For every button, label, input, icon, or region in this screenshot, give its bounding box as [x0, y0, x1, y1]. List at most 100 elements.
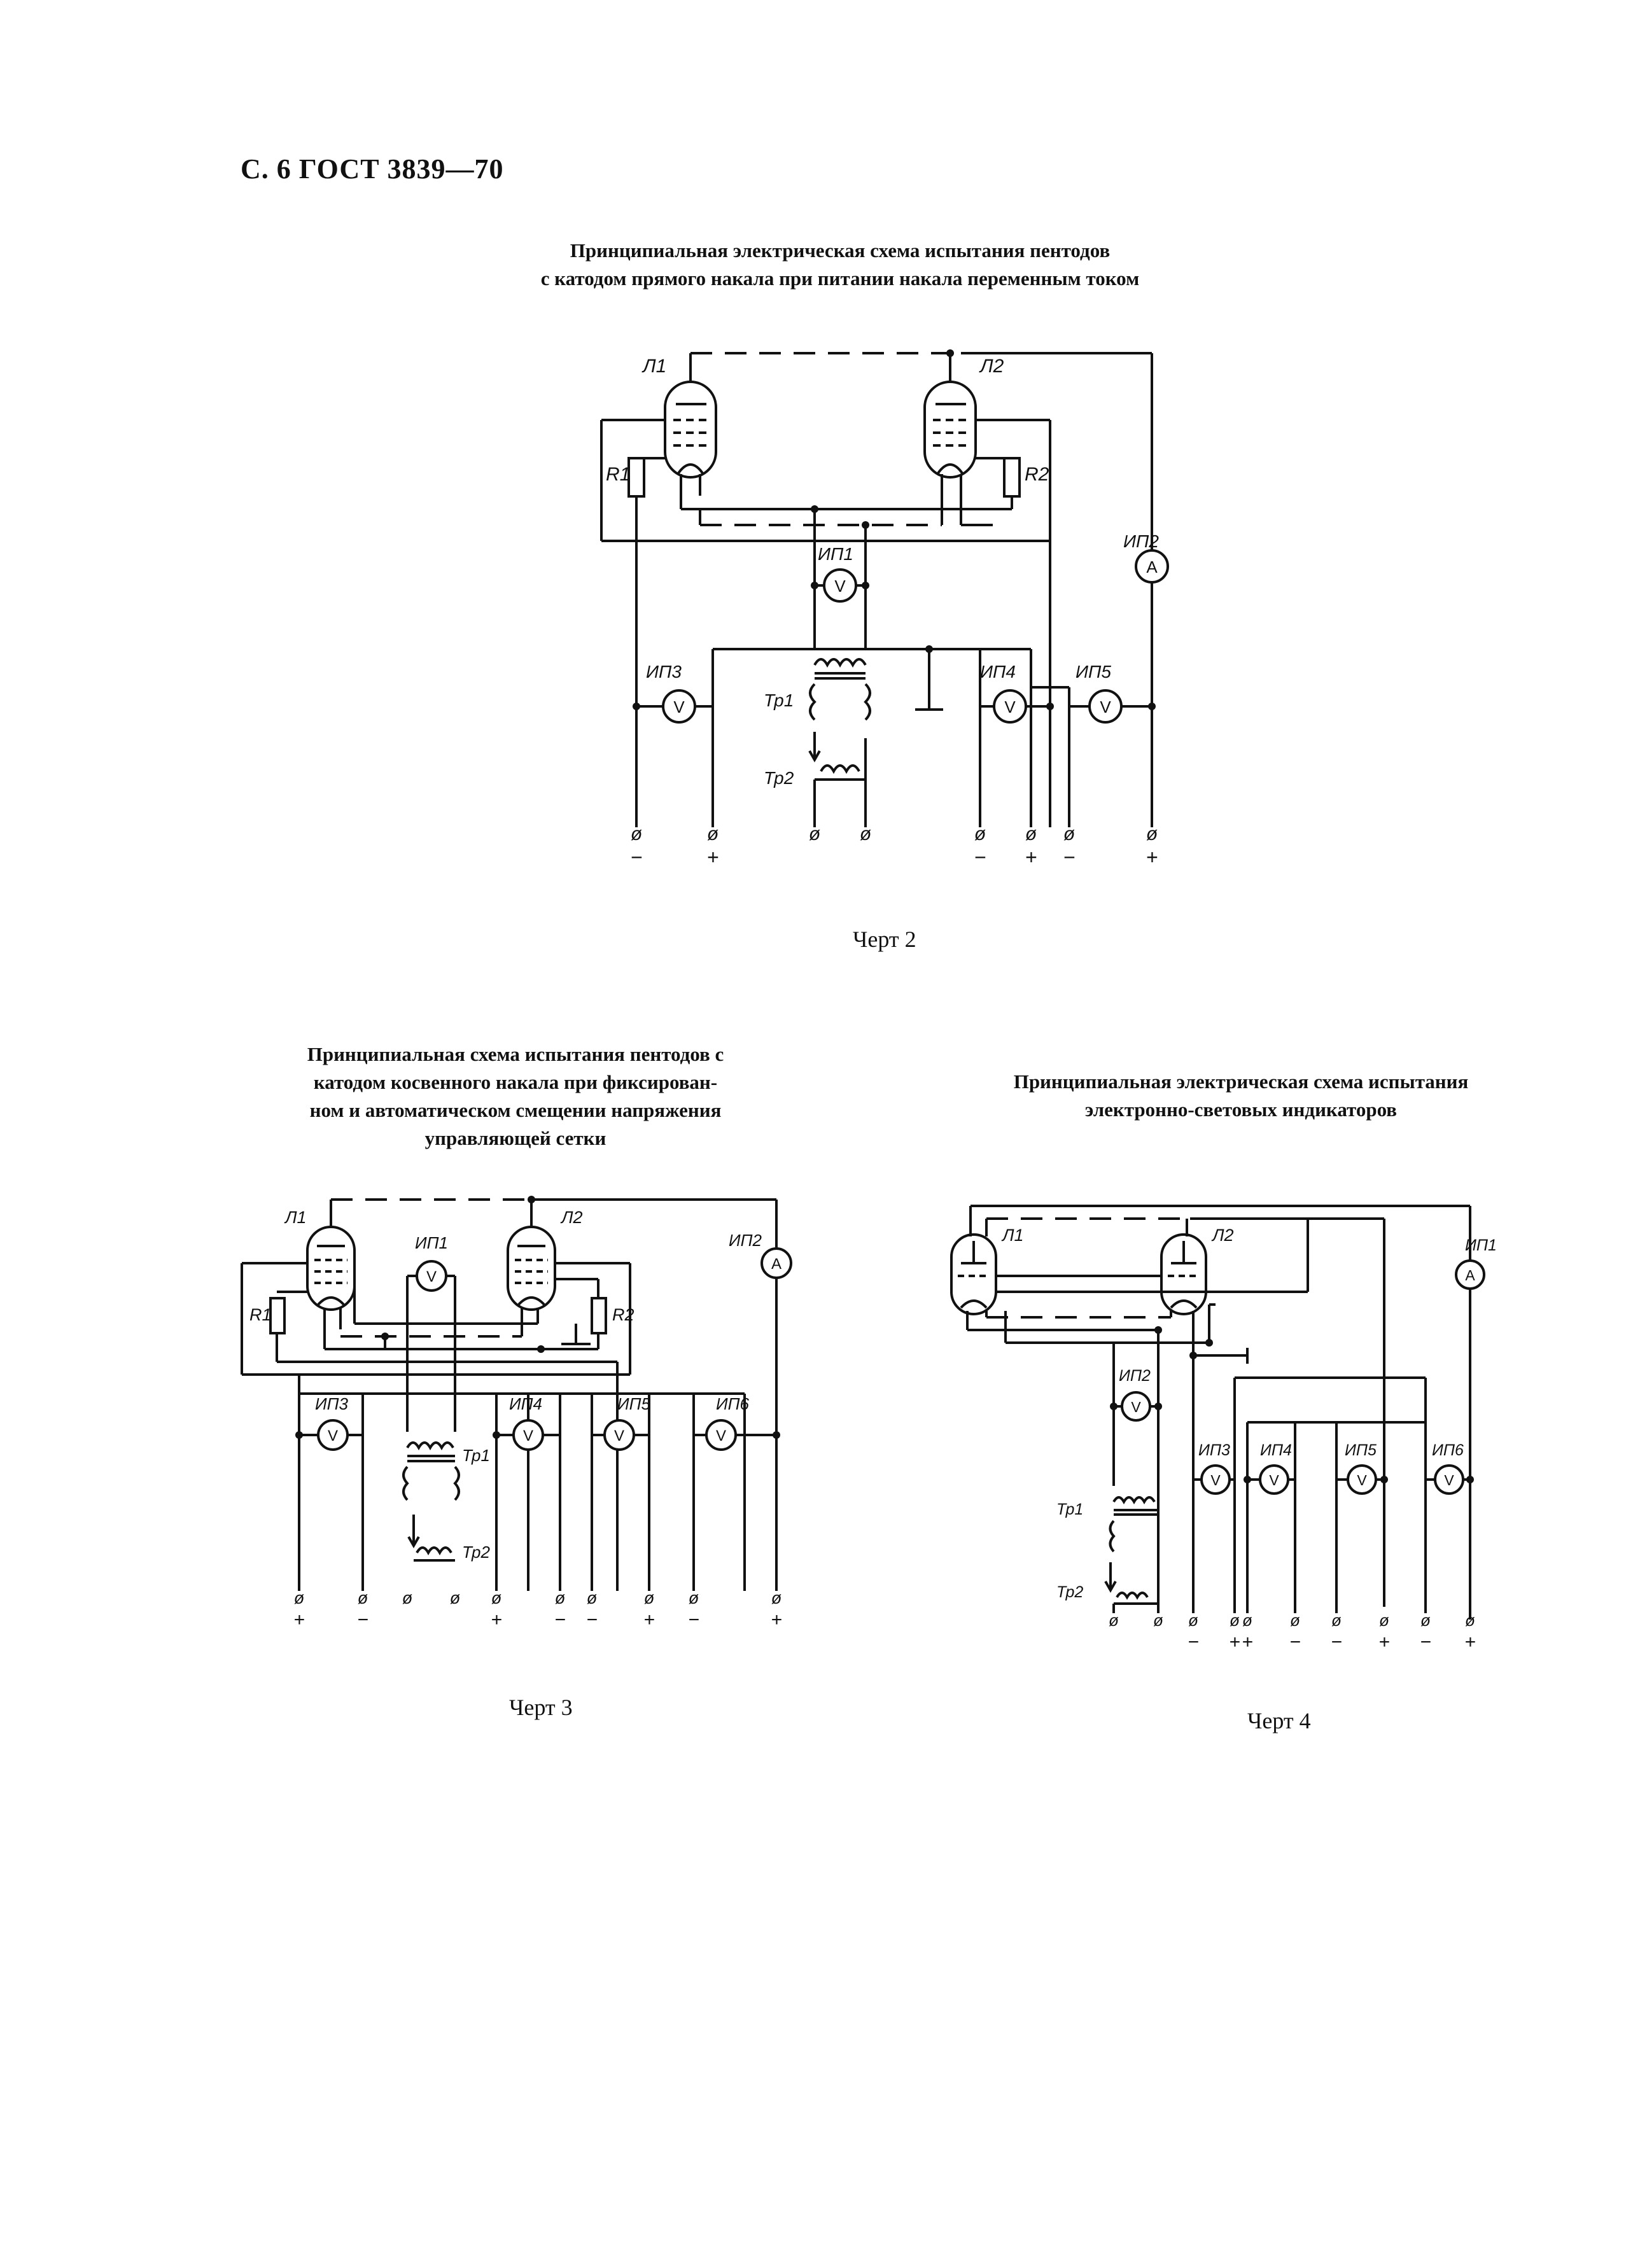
label-tr2: Тр2	[462, 1543, 490, 1562]
label-ip3: ИП3	[1198, 1441, 1230, 1459]
polarity-sign: +	[1378, 1632, 1390, 1653]
terminal: ø	[809, 823, 820, 844]
terminal: ø	[707, 823, 718, 844]
label-ip5: ИП5	[1345, 1441, 1377, 1459]
meter-ip4-symbol: V	[523, 1427, 533, 1445]
polarity-sign: +	[1025, 846, 1037, 869]
terminal: ø	[1109, 1611, 1119, 1630]
meter-ip2-symbol: V	[1131, 1399, 1141, 1415]
polarity-sign: −	[1331, 1632, 1342, 1653]
page-header: С. 6 ГОСТ 3839—70	[241, 153, 504, 185]
fig2-schematic: Л1 Л2 R1 R2 V ИП1 A ИП2	[600, 349, 1169, 869]
transformer-tr1	[402, 1441, 460, 1501]
label-ip4: ИП4	[980, 662, 1016, 682]
label-r1: R1	[606, 464, 630, 485]
fig2-title-line: с катодом прямого накала при питании нак…	[540, 267, 1140, 290]
lamp-l2-symbol	[923, 381, 977, 479]
terminal: ø	[1379, 1611, 1389, 1630]
meter-ip3: V	[317, 1419, 349, 1451]
fig3-terminals: ø ø ø ø ø ø ø ø ø ø	[294, 1588, 782, 1607]
label-l2: Л2	[979, 356, 1004, 377]
fig2-caption: Черт 2	[853, 927, 916, 952]
terminal: ø	[689, 1588, 699, 1607]
polarity-sign: +	[643, 1609, 655, 1630]
label-tr1: Тр1	[764, 690, 794, 710]
meter-ip3: V	[1200, 1464, 1231, 1495]
polarity-sign: +	[1229, 1632, 1240, 1653]
label-l1: Л1	[1001, 1226, 1024, 1245]
meter-ip4: V	[512, 1419, 544, 1451]
lamp-l2-symbol	[1160, 1233, 1207, 1315]
terminal: ø	[1188, 1611, 1198, 1630]
label-r2: R2	[1025, 464, 1049, 485]
label-ip2: ИП2	[729, 1231, 762, 1250]
meter-ip6-symbol: V	[716, 1427, 726, 1445]
polarity-sign: −	[357, 1609, 368, 1630]
polarity-sign: −	[554, 1609, 566, 1630]
fig4-schematic: Л1 Л2 V ИП2 A ИП1 Тр1	[950, 1205, 1497, 1653]
terminal: ø	[1146, 823, 1158, 844]
meter-ip4-symbol: V	[1269, 1472, 1279, 1488]
polarity-sign: −	[1289, 1632, 1301, 1653]
meter-ip4: V	[1259, 1464, 1289, 1495]
terminal: ø	[1230, 1611, 1240, 1630]
terminal: ø	[644, 1588, 655, 1607]
terminal: ø	[294, 1588, 305, 1607]
meter-ip2: A	[1135, 549, 1169, 584]
label-l2: Л2	[560, 1208, 583, 1227]
meter-ip6: V	[1434, 1464, 1464, 1495]
meter-ip1-symbol: A	[1465, 1267, 1475, 1284]
terminal: ø	[450, 1588, 461, 1607]
terminal: ø	[974, 823, 986, 844]
meter-ip5-symbol: V	[614, 1427, 624, 1445]
resistor-r2	[1003, 457, 1021, 498]
label-ip6: ИП6	[716, 1394, 749, 1413]
fig4-polarity: − + + − − + − +	[1188, 1632, 1476, 1653]
polarity-sign: −	[1188, 1632, 1199, 1653]
fig3-title: Принципиальная схема испытания пентодов …	[242, 1040, 789, 1152]
polarity-sign: −	[1420, 1632, 1431, 1653]
meter-ip1: A	[1455, 1259, 1485, 1290]
meter-ip5: V	[603, 1419, 635, 1451]
terminal: ø	[491, 1588, 502, 1607]
meter-ip6-symbol: V	[1444, 1472, 1454, 1488]
transformer-tr1	[809, 658, 871, 721]
label-l1: Л1	[641, 356, 666, 377]
terminal: ø	[1420, 1611, 1431, 1630]
meter-ip5-symbol: V	[1357, 1472, 1367, 1488]
terminal: ø	[402, 1588, 413, 1607]
label-l1: Л1	[284, 1208, 307, 1227]
terminal: ø	[1465, 1611, 1475, 1630]
fig2-terminals: ø ø ø ø ø ø ø ø	[631, 823, 1158, 844]
transformer-tr2	[1104, 1562, 1158, 1613]
terminal: ø	[1153, 1611, 1163, 1630]
polarity-sign: +	[771, 1609, 782, 1630]
lamp-l1-symbol	[950, 1233, 997, 1315]
terminal: ø	[1290, 1611, 1300, 1630]
meter-ip3-symbol: V	[1210, 1472, 1221, 1488]
label-ip6: ИП6	[1432, 1441, 1464, 1459]
label-ip5: ИП5	[617, 1394, 650, 1413]
fig3-title-line: Принципиальная схема испытания пентодов …	[307, 1043, 724, 1065]
fig3-schematic: Л1 Л2 R1 R2 V ИП1 A ИП2	[241, 1196, 792, 1630]
fig2-title: Принципиальная электрическая схема испыт…	[395, 237, 1286, 293]
transformer-tr2	[808, 732, 867, 827]
terminal: ø	[587, 1588, 598, 1607]
label-ip5: ИП5	[1076, 662, 1111, 682]
polarity-sign: −	[631, 846, 643, 869]
terminal: ø	[358, 1588, 368, 1607]
label-ip2: ИП2	[1123, 531, 1159, 551]
polarity-sign: +	[1464, 1632, 1476, 1653]
terminal: ø	[1025, 823, 1037, 844]
terminal: ø	[555, 1588, 566, 1607]
label-ip1: ИП1	[415, 1233, 448, 1252]
meter-ip4-symbol: V	[1004, 697, 1016, 717]
transformer-tr1	[1109, 1496, 1158, 1553]
terminal: ø	[1242, 1611, 1252, 1630]
label-ip1: ИП1	[818, 544, 853, 564]
polarity-sign: +	[1242, 1632, 1253, 1653]
meter-ip3-symbol: V	[673, 697, 685, 717]
meter-ip5-symbol: V	[1100, 697, 1111, 717]
polarity-sign: +	[293, 1609, 305, 1630]
polarity-sign: +	[1146, 846, 1158, 869]
